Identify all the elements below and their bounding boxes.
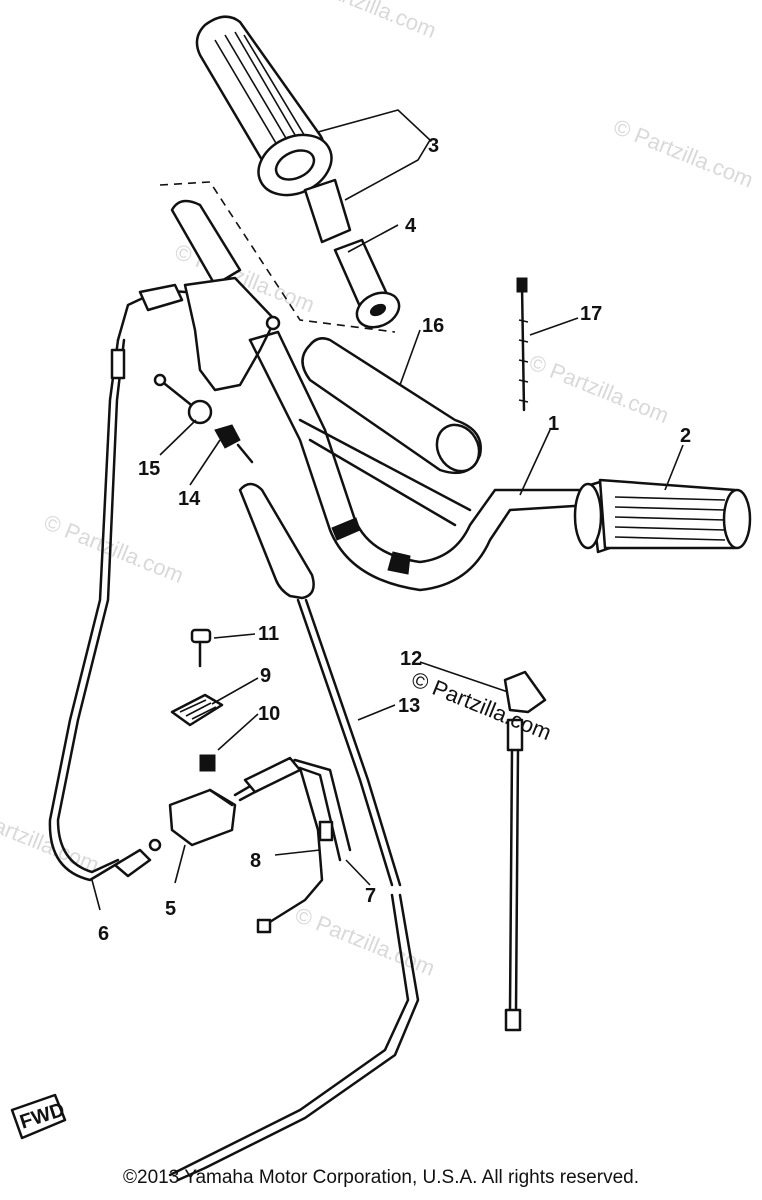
throttle-housing[interactable]	[116, 276, 281, 392]
throttle-grip[interactable]	[195, 15, 341, 207]
part-label-5[interactable]: 5	[165, 898, 176, 920]
cable-6[interactable]	[48, 338, 162, 882]
part-label-11[interactable]: 11	[258, 623, 279, 645]
watermark: © Partzilla.com	[610, 114, 757, 193]
part-label-7[interactable]: 7	[365, 885, 376, 907]
part-label-1[interactable]: 1	[548, 413, 559, 435]
part-label-17[interactable]: 17	[580, 303, 602, 325]
part-labels: 3 4 16 17 1 2 15 14 11 9 10 13 12 8 7 5 …	[98, 135, 691, 945]
leader-lines	[91, 109, 684, 911]
cable-12[interactable]	[503, 670, 547, 1032]
part-label-3[interactable]: 3	[428, 135, 439, 157]
part-label-14[interactable]: 14	[178, 488, 201, 510]
screw-15[interactable]	[153, 373, 213, 425]
part-label-12[interactable]: 12	[400, 648, 422, 670]
part-label-8[interactable]: 8	[250, 850, 261, 872]
left-grip-inner[interactable]	[170, 199, 242, 287]
bolt-11[interactable]	[190, 628, 212, 668]
handlebar[interactable]	[248, 330, 592, 592]
right-grip[interactable]	[573, 478, 752, 554]
throttle-sleeve[interactable]	[303, 178, 405, 334]
bolt-17[interactable]	[516, 277, 529, 412]
clip-10[interactable]	[199, 754, 216, 772]
switch-5[interactable]	[168, 756, 352, 862]
cable-8[interactable]	[256, 766, 334, 934]
fwd-badge: FWD	[10, 1093, 67, 1140]
copyright-notice: ©2013 Yamaha Motor Corporation, U.S.A. A…	[123, 1167, 639, 1188]
handlebar-pad[interactable]	[301, 337, 488, 478]
part-label-9[interactable]: 9	[260, 665, 271, 687]
part-label-16[interactable]: 16	[422, 315, 444, 337]
part-label-13[interactable]: 13	[398, 695, 420, 717]
group-bracket	[159, 181, 396, 333]
part-label-10[interactable]: 10	[258, 703, 280, 725]
watermark: © Partzilla.com	[292, 902, 439, 981]
part-label-6[interactable]: 6	[98, 923, 109, 945]
throttle-cable-13[interactable]	[168, 482, 420, 1182]
watermark: © Partzilla.com	[40, 509, 187, 588]
part-label-15[interactable]: 15	[138, 458, 160, 480]
watermark: © Partzilla.com	[293, 0, 440, 43]
adjuster-14[interactable]	[214, 424, 254, 464]
part-label-4[interactable]: 4	[405, 215, 417, 237]
part-label-2[interactable]: 2	[680, 425, 691, 447]
plate-9[interactable]	[170, 693, 224, 727]
